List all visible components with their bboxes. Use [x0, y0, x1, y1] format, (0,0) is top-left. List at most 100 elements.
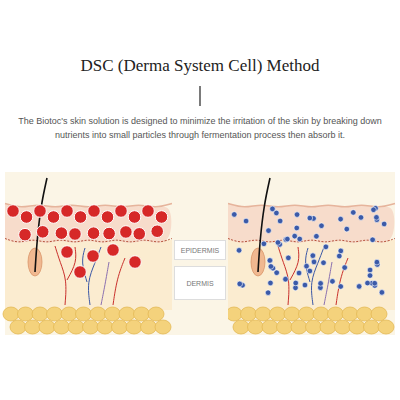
small-particle	[344, 226, 350, 232]
fat-cell	[299, 307, 315, 321]
small-particle	[367, 267, 373, 273]
large-particle	[107, 244, 120, 257]
small-skin-panel	[226, 178, 395, 334]
epidermis-layer	[228, 204, 394, 243]
small-particle	[293, 280, 299, 286]
fat-cell	[39, 320, 55, 334]
large-particle	[128, 211, 141, 224]
small-particle	[285, 236, 291, 242]
middle-column	[172, 172, 228, 335]
fat-cell	[270, 307, 286, 321]
small-particle	[292, 233, 298, 239]
fat-cell	[119, 307, 135, 321]
fat-cell	[148, 307, 164, 321]
large-particle	[61, 205, 74, 218]
fat-cell	[364, 320, 380, 334]
fat-cell	[83, 320, 99, 334]
blood-vessel	[278, 246, 289, 305]
fat-cell	[248, 320, 264, 334]
large-particle	[69, 228, 82, 241]
small-particle	[358, 215, 364, 221]
fat-cell	[313, 307, 329, 321]
small-particle	[270, 206, 276, 212]
fat-cell	[255, 307, 271, 321]
fat-cell	[357, 307, 373, 321]
hair	[35, 178, 47, 272]
illustration-ground	[5, 172, 395, 335]
fat-cell	[226, 307, 242, 321]
fat-cell	[47, 307, 63, 321]
fat-cell	[112, 320, 128, 334]
dermis-layer	[5, 240, 172, 310]
small-particle	[310, 253, 316, 259]
fat-cell	[25, 320, 41, 334]
large-particle	[55, 227, 68, 240]
fat-cell	[320, 320, 336, 334]
fat-cell	[241, 307, 257, 321]
fat-cell	[378, 320, 394, 334]
small-particle	[243, 218, 249, 224]
fat-cell	[342, 307, 358, 321]
fat-cell	[335, 320, 351, 334]
large-particle	[34, 205, 47, 218]
large-particle	[61, 246, 74, 259]
large-particle	[74, 211, 87, 224]
fat-cell	[54, 320, 70, 334]
large-particle	[36, 226, 49, 239]
fat-cell	[105, 307, 121, 321]
large-skin-panel	[3, 178, 172, 334]
small-particle	[261, 241, 267, 247]
layer-label: EPIDERMIS	[181, 247, 220, 254]
small-particle	[294, 212, 300, 218]
large-particle	[7, 205, 20, 218]
fat-cell	[155, 320, 171, 334]
large-particle	[20, 211, 33, 224]
small-particle	[236, 248, 242, 254]
fat-cell	[262, 320, 278, 334]
fat-cell	[306, 320, 322, 334]
small-particle	[237, 281, 243, 287]
small-particle	[356, 284, 362, 290]
fat-cell	[68, 320, 84, 334]
small-particle	[319, 223, 325, 229]
large-particle	[74, 266, 87, 279]
small-particle	[367, 273, 373, 279]
small-particle	[304, 263, 310, 269]
small-particle	[314, 233, 320, 239]
large-particle	[19, 228, 32, 241]
small-particle	[267, 258, 273, 264]
fat-cell	[134, 307, 150, 321]
fat-cell	[32, 307, 48, 321]
fat-cell	[76, 307, 92, 321]
skin-surface	[228, 204, 395, 207]
small-particle	[294, 225, 300, 231]
fat-cell	[277, 320, 293, 334]
large-particle	[120, 226, 133, 239]
small-particle	[374, 259, 380, 265]
divider-line	[199, 86, 200, 106]
dermis-layer	[228, 240, 395, 310]
fat-cell	[90, 307, 106, 321]
fat-cell	[291, 320, 307, 334]
small-particle	[318, 281, 324, 287]
small-particle	[350, 210, 356, 216]
small-particle	[337, 253, 343, 259]
small-particle	[283, 276, 289, 282]
small-particle	[370, 237, 376, 243]
small-particle	[365, 280, 371, 286]
title: DSC (Derma System Cell) Method	[10, 56, 390, 76]
blood-vessel	[101, 262, 109, 305]
fat-cell	[233, 320, 249, 334]
large-particle	[47, 211, 60, 224]
large-particle	[87, 250, 100, 263]
large-particle	[103, 227, 116, 240]
layer-label: DERMIS	[186, 280, 213, 287]
fat-cell	[10, 320, 26, 334]
large-particle	[155, 211, 168, 224]
small-particle	[342, 265, 348, 271]
large-particle	[133, 228, 146, 241]
fat-cell	[141, 320, 157, 334]
fat-cell	[371, 307, 387, 321]
large-particle	[88, 205, 101, 218]
small-particle	[302, 282, 308, 288]
